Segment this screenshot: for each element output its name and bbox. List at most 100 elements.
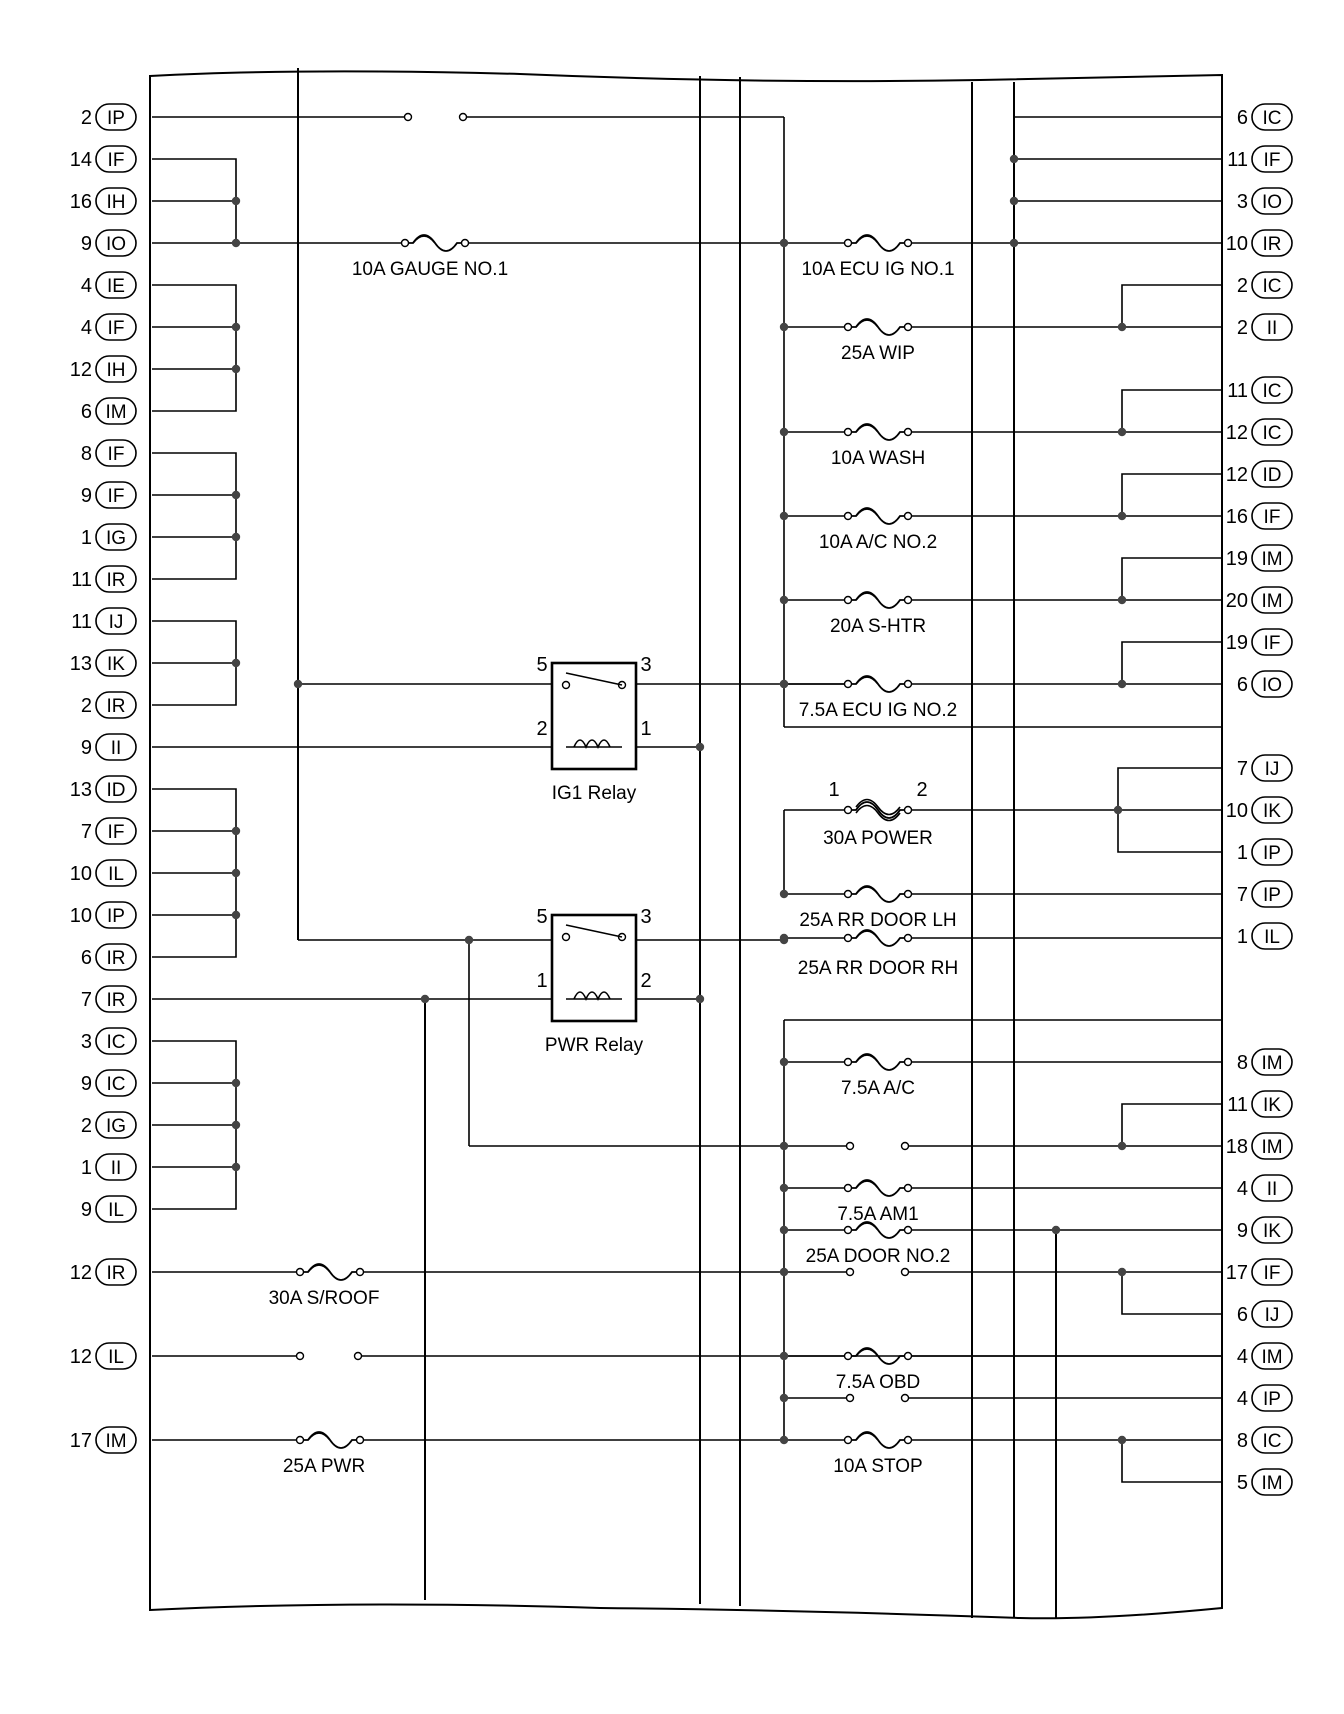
fuse-terminal	[903, 933, 913, 943]
connector-badge	[95, 187, 137, 215]
connector-pin: 4	[1237, 1178, 1248, 1200]
open-terminal	[353, 1351, 363, 1361]
connector-code: IF	[1264, 150, 1281, 171]
fuse-terminal	[903, 322, 913, 332]
connector-code: IC	[1263, 276, 1282, 297]
connector-code: IC	[107, 1032, 126, 1053]
splice-dot	[231, 196, 241, 206]
fuse-pin: 1	[828, 779, 839, 801]
connector-code: IF	[1264, 507, 1281, 528]
connector-code: IK	[107, 654, 125, 675]
relay-label: IG1 Relay	[552, 783, 637, 804]
connector-pin: 9	[1237, 1220, 1248, 1242]
relay-box	[550, 661, 638, 771]
fuse-element	[855, 235, 879, 244]
connector-code: ID	[107, 780, 126, 801]
fuse-terminal	[843, 322, 853, 332]
connector-badge	[1251, 670, 1293, 698]
connector-code: IF	[108, 444, 125, 465]
open-terminal	[845, 1141, 855, 1151]
splice-dot	[779, 1435, 789, 1445]
fuse-label: 7.5A AM1	[837, 1204, 918, 1225]
fuse-element	[307, 1264, 331, 1273]
connector-badge	[95, 1195, 137, 1223]
connector-pin: 1	[81, 1157, 92, 1179]
connector-code: IO	[1262, 675, 1282, 696]
splice-dot	[695, 742, 705, 752]
connector-pin: 6	[1237, 107, 1248, 129]
connector-code: IP	[107, 906, 125, 927]
connector-badge	[95, 103, 137, 131]
fuse: 25A WIP	[841, 318, 915, 364]
fuse-element	[855, 886, 879, 895]
fuse-label: 25A RR DOOR LH	[799, 910, 956, 931]
splice-dot	[779, 427, 789, 437]
connector-badge	[95, 439, 137, 467]
connector-badge	[1251, 796, 1293, 824]
splice-dot	[1117, 1435, 1127, 1445]
connector-code: IO	[1262, 192, 1282, 213]
connector-pin: 8	[1237, 1430, 1248, 1452]
connector-code: IJ	[109, 612, 124, 633]
relay-switch	[565, 924, 623, 938]
connector-pin: 7	[81, 821, 92, 843]
connector-badge	[1251, 1174, 1293, 1202]
wire	[152, 284, 237, 412]
fuse-element	[855, 1180, 879, 1189]
fuse: 10A WASH	[831, 423, 925, 469]
splice-dot	[231, 322, 241, 332]
connector-badge	[95, 271, 137, 299]
connector-pin: 9	[81, 737, 92, 759]
connector-pin: 2	[81, 107, 92, 129]
fuse-label: 25A PWR	[283, 1456, 365, 1477]
relay-pin: 2	[536, 718, 547, 740]
fuse-terminal	[355, 1435, 365, 1445]
fuse	[843, 929, 913, 947]
connector-code: IC	[1263, 108, 1282, 129]
connector-badge	[1251, 1426, 1293, 1454]
fuse-terminal	[903, 1351, 913, 1361]
wire	[1121, 473, 1222, 517]
fuse: 20A S-HTR	[830, 591, 926, 637]
connector-pin: 11	[1227, 380, 1248, 402]
connector-pin: 4	[1237, 1346, 1248, 1368]
relay-contact	[561, 680, 571, 690]
connector-badge	[95, 229, 137, 257]
connector-code: IF	[1264, 633, 1281, 654]
fuse-terminal	[903, 595, 913, 605]
relay-pin: 3	[640, 654, 651, 676]
splice-dot	[779, 933, 789, 943]
connector-pin: 2	[1237, 317, 1248, 339]
splice-dot	[779, 1351, 789, 1361]
connector-pin: 10	[1226, 233, 1248, 255]
splice-dot	[779, 511, 789, 521]
relay-pin: 2	[640, 970, 651, 992]
splice-dot	[231, 532, 241, 542]
connector-badge	[95, 1069, 137, 1097]
connector-badge	[1251, 1048, 1293, 1076]
connector-pin: 16	[1226, 506, 1248, 528]
wire	[1121, 284, 1222, 328]
connector-badge	[1251, 1468, 1293, 1496]
connector-pin: 9	[81, 1199, 92, 1221]
connector-code: IL	[108, 864, 124, 885]
connector-badge	[1251, 460, 1293, 488]
connector-badge	[1251, 838, 1293, 866]
open-terminal	[900, 1267, 910, 1277]
connector-badge	[1251, 922, 1293, 950]
connector-right: 16 IF	[1226, 502, 1293, 530]
fuse-terminal	[843, 1057, 853, 1067]
connector-code: II	[1267, 318, 1278, 339]
